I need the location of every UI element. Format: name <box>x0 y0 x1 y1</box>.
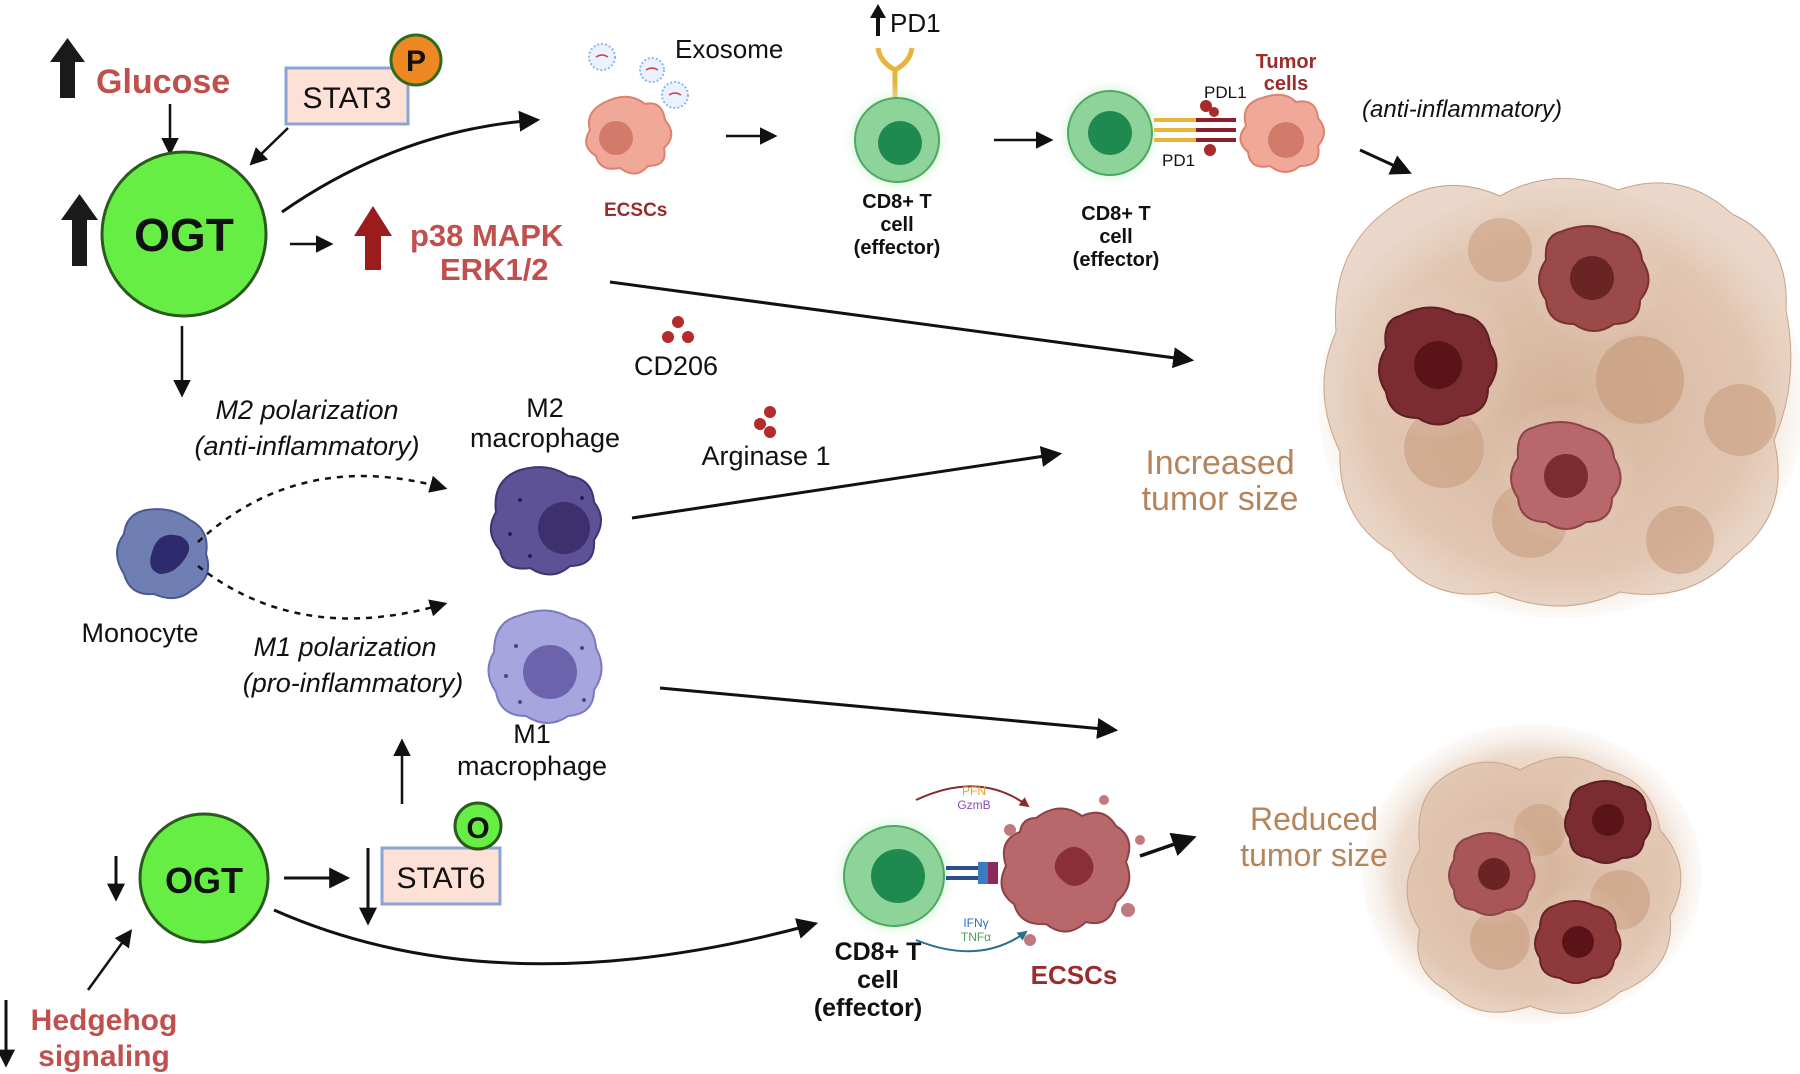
reduced-tumor-line1: Reduced <box>1250 801 1378 837</box>
ogt-to-ecscs-arrow <box>281 110 541 214</box>
cd8-b-line3: (effector) <box>1073 249 1160 271</box>
cd8-c-line2: cell <box>857 966 899 994</box>
gzmb-label: GzmB <box>957 798 990 812</box>
p38-to-tumor-arrow <box>609 280 1195 369</box>
cd8-t-cell-a <box>841 84 953 196</box>
increased-tumor-line2: tumor size <box>1142 480 1299 518</box>
ecscs-to-reduced-arrow <box>1139 832 1197 858</box>
hedgehog-line1: Hedgehog <box>31 1004 178 1037</box>
stat3-box: STAT3 <box>284 66 410 126</box>
ecsc-dying-cell <box>1000 795 1145 946</box>
pdl1-label: PDL1 <box>1204 83 1247 102</box>
ifng-label: IFNγ <box>963 916 988 930</box>
m2-polarization-line2: (anti-inflammatory) <box>194 431 419 461</box>
cd8-c-line1: CD8+ T <box>835 938 922 966</box>
monocyte-cell <box>116 508 210 600</box>
exosome-icon <box>588 43 689 109</box>
hedgehog-line2: signaling <box>38 1040 170 1073</box>
pfn-gzmb-arrow <box>915 785 1030 808</box>
m2-macrophage-line2: macrophage <box>470 423 620 453</box>
anti-inflammatory-right-label: (anti-inflammatory) <box>1362 96 1562 123</box>
stat3-label: STAT3 <box>303 82 392 115</box>
pfn-label: PFN <box>962 784 986 798</box>
tumor-dark-cell-3 <box>1494 400 1638 544</box>
small-tumor-dark-cell-1 <box>1554 762 1666 874</box>
m1-macrophage-line1: M1 <box>513 719 551 749</box>
exosome-label: Exosome <box>675 34 783 64</box>
arginase-dots-icon <box>754 406 776 438</box>
phospho-badge-label: P <box>406 45 426 78</box>
phospho-badge: P <box>389 33 443 87</box>
pd1-top-label: PD1 <box>890 8 941 38</box>
ogt-up-arrow-icon <box>61 194 98 266</box>
cd206-dots-icon <box>662 316 694 343</box>
tumor-cell-top <box>1239 93 1325 173</box>
cd206-label: CD206 <box>634 351 718 381</box>
cd8-t-cell-c <box>828 810 960 942</box>
ecsc-cell-top <box>585 95 673 175</box>
small-tumor-dark-cell-3 <box>1524 884 1636 996</box>
ogt-top-label: OGT <box>134 209 234 261</box>
pd1-receptor-icon <box>875 47 915 98</box>
cd8-a-line1: CD8+ T <box>862 191 931 213</box>
m1-polarization-line1: M1 polarization <box>253 632 436 662</box>
pd1-pdl1-binding-icon <box>1154 100 1236 156</box>
o-glcnac-badge-label: O <box>466 812 489 845</box>
ogt-node-bottom: OGT <box>138 812 270 944</box>
glucose-label: Glucose <box>96 63 230 101</box>
ogt-bottom-label: OGT <box>165 860 243 901</box>
m1-to-reduced-tumor-arrow <box>659 686 1119 739</box>
glucose-up-arrow-icon <box>50 38 85 98</box>
cd8-a-line2: cell <box>880 214 913 236</box>
ecscs-top-label: ECSCs <box>604 200 667 221</box>
o-glcnac-badge: O <box>453 801 503 851</box>
monocyte-to-m2-dashed-arrow <box>197 474 448 543</box>
stat6-label: STAT6 <box>397 862 486 895</box>
monocyte-to-m1-dashed-arrow <box>197 565 448 620</box>
cd8-b-line1: CD8+ T <box>1081 203 1150 225</box>
m2-macrophage-line1: M2 <box>526 393 564 423</box>
m2-polarization-line1: M2 polarization <box>215 395 398 425</box>
m2-to-tumor-arrow <box>631 446 1063 520</box>
p38-up-arrow-icon <box>354 206 392 270</box>
tcr-binding-icon <box>946 862 998 884</box>
cd8-b-line2: cell <box>1099 226 1132 248</box>
tumor-dark-cell-2 <box>1524 206 1664 346</box>
pd1-synapse-label: PD1 <box>1162 151 1195 170</box>
monocyte-label: Monocyte <box>81 618 198 648</box>
increased-tumor-line1: Increased <box>1145 444 1294 482</box>
ifng-tnfa-arrow <box>915 930 1028 953</box>
ogt-node-top: OGT <box>100 150 268 318</box>
cd8-t-cell-b <box>1054 77 1166 189</box>
reduced-tumor-line2: tumor size <box>1240 837 1388 873</box>
cd8-a-line3: (effector) <box>854 237 941 259</box>
stat6-box: STAT6 <box>380 846 502 906</box>
m1-macrophage-cell <box>487 609 603 724</box>
small-tumor-dark-cell-2 <box>1438 816 1550 928</box>
stat3-to-ogt-arrow <box>249 127 289 166</box>
p38-mapk-label: p38 MAPK <box>410 218 564 253</box>
tumor-cells-line2: cells <box>1264 73 1308 95</box>
ecscs-bottom-label: ECSCs <box>1031 960 1118 990</box>
tumor-cells-line1: Tumor <box>1256 51 1317 73</box>
cd8-c-line3: (effector) <box>814 994 922 1022</box>
m2-macrophage-cell <box>489 466 602 576</box>
erk-label: ERK1/2 <box>440 252 549 287</box>
arginase-label: Arginase 1 <box>701 441 830 471</box>
pd1-up-arrow-icon <box>870 4 886 36</box>
synapse-to-tumor-arrow <box>1359 148 1412 175</box>
tumor-dark-cell-1 <box>1358 282 1518 442</box>
m1-polarization-line2: (pro-inflammatory) <box>243 668 464 698</box>
tnfa-label: TNFα <box>961 930 991 944</box>
ogt-to-cd8-bottom-arrow <box>273 908 819 966</box>
hedgehog-to-ogt-arrow <box>86 929 133 991</box>
m1-macrophage-line2: macrophage <box>457 751 607 781</box>
